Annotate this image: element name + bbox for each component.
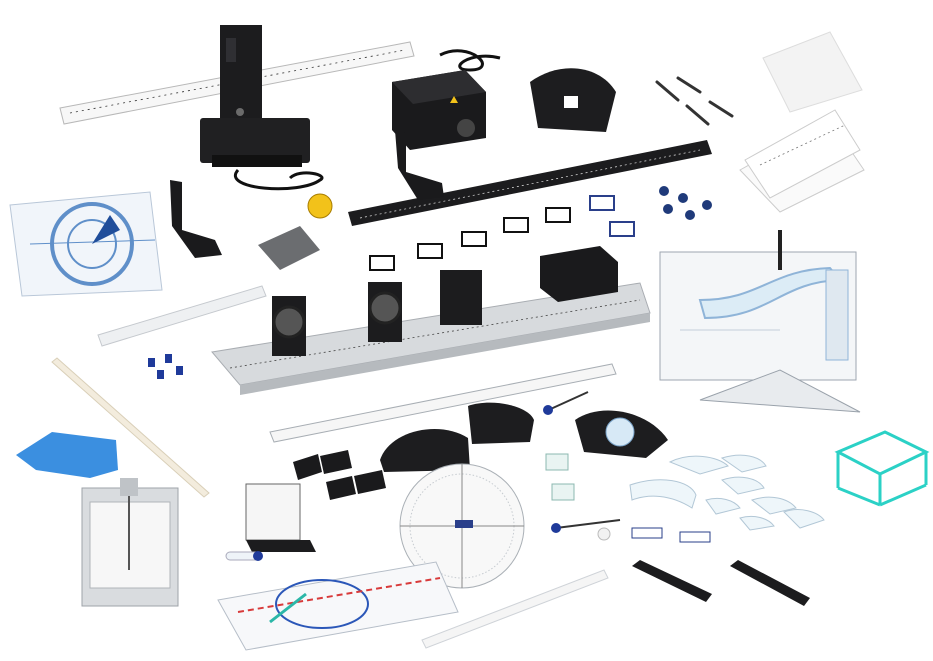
black-protractors — [380, 402, 668, 472]
metal-plate — [258, 226, 320, 270]
card-holder — [245, 483, 316, 552]
slide-frames — [369, 195, 635, 271]
white-rod-bottom — [421, 569, 609, 649]
acrylic-strip — [97, 285, 267, 347]
white-rod-long — [51, 357, 210, 498]
white-ruler — [269, 363, 617, 443]
optical-bench — [211, 246, 651, 395]
refraction-board — [659, 230, 861, 413]
black-graduated-rail — [348, 140, 712, 226]
protractor-plate — [530, 68, 616, 132]
grid-protractor-sheet — [9, 191, 163, 297]
ray-diagram-sheet — [217, 561, 459, 651]
bracket-holders — [170, 130, 444, 258]
protractor-disc — [399, 463, 525, 589]
measuring-tape — [307, 193, 333, 219]
spring-balance-frame — [81, 478, 179, 607]
lens-caps — [659, 186, 712, 220]
glass-cuvettes — [545, 453, 575, 501]
pointer-rods — [632, 560, 810, 606]
power-cable — [439, 49, 501, 72]
small-slides — [543, 391, 711, 543]
ray-box-stand — [59, 25, 415, 191]
paper-sheets — [739, 31, 865, 213]
test-tube-rack — [834, 430, 930, 507]
lens-set — [629, 454, 825, 531]
screws — [655, 76, 734, 126]
cleaning-cloth — [16, 432, 118, 478]
laser-module — [392, 70, 486, 150]
blue-pegs — [148, 354, 183, 379]
test-capsule — [225, 551, 263, 561]
black-clips — [293, 450, 386, 500]
